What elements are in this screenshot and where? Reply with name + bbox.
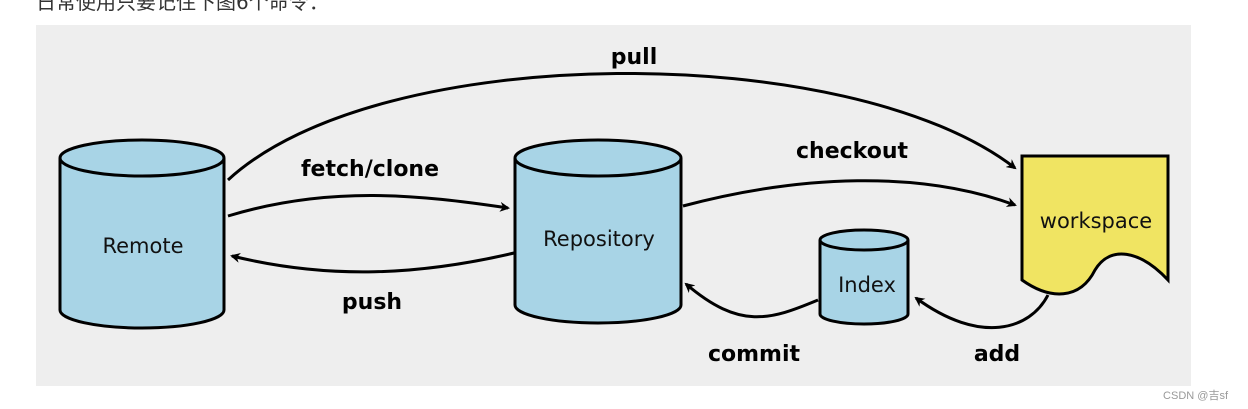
push-arrow xyxy=(230,251,515,274)
index-cylinder xyxy=(818,228,910,326)
label-push: push xyxy=(342,290,402,315)
label-commit: commit xyxy=(708,342,801,367)
label-add: add xyxy=(974,342,1020,367)
commit-arrow xyxy=(684,282,819,319)
label-pull: pull xyxy=(611,45,658,70)
remote-cylinder xyxy=(58,138,226,330)
workspace-document xyxy=(1020,154,1170,296)
intro-text: 日常使用只要记住下图6个命令： xyxy=(36,0,329,14)
fetch-clone-arrow xyxy=(227,194,510,218)
node-repository: Repository xyxy=(543,227,655,251)
node-index: Index xyxy=(838,273,896,297)
add-arrow xyxy=(914,294,1050,330)
watermark: CSDN @吉sf xyxy=(1163,390,1228,402)
label-fetch-clone: fetch/clone xyxy=(301,157,439,182)
node-workspace: workspace xyxy=(1040,209,1152,233)
label-checkout: checkout xyxy=(796,139,908,164)
repository-cylinder xyxy=(513,138,683,325)
pull-arrow xyxy=(226,72,1017,182)
checkout-arrow xyxy=(682,179,1017,208)
node-remote: Remote xyxy=(102,234,183,258)
